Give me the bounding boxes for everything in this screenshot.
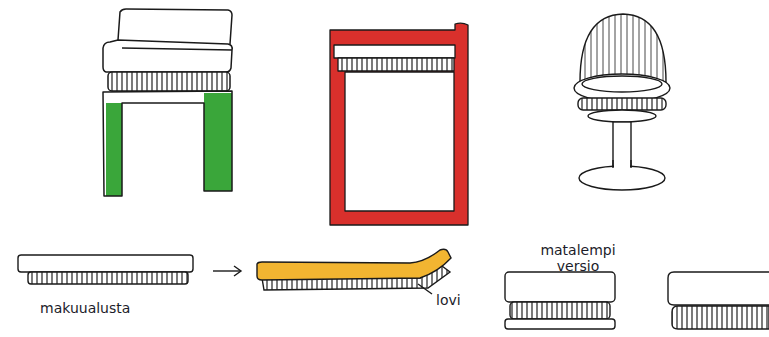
red-frame (330, 23, 468, 225)
chair-seat (103, 40, 232, 72)
chair-back (118, 9, 232, 44)
foot (579, 166, 665, 190)
seat-ring-inner (582, 76, 662, 92)
sketch-label: makuualusta (40, 300, 130, 316)
seat-edge (122, 48, 232, 50)
striped-band (28, 272, 188, 284)
cushion (505, 272, 615, 302)
mattress-sketch (18, 249, 451, 294)
stem (613, 122, 631, 168)
chair-frame (103, 91, 232, 196)
sketch-label: matalempi versio (533, 242, 623, 274)
dome-back (580, 14, 666, 82)
cushion (334, 45, 455, 58)
striped-band (108, 72, 230, 91)
chair-sketch-middle (330, 23, 468, 225)
striped-band (672, 306, 769, 329)
cushion (668, 272, 769, 305)
base-plate (505, 319, 615, 329)
sketch-label: lovi (436, 292, 461, 308)
mattress (18, 255, 193, 272)
base-plate (588, 110, 656, 122)
striped-band (338, 58, 454, 71)
leader-line (418, 284, 432, 294)
green-panel (204, 93, 232, 191)
chair-sketch-left (103, 9, 232, 196)
striped-band (510, 302, 610, 319)
yellow-mattress (257, 249, 451, 280)
striped-band (578, 98, 666, 110)
arrow (213, 266, 241, 276)
green-panel (106, 103, 122, 196)
chair-sketch-round (574, 14, 670, 190)
lower-version-sketch (505, 272, 769, 329)
